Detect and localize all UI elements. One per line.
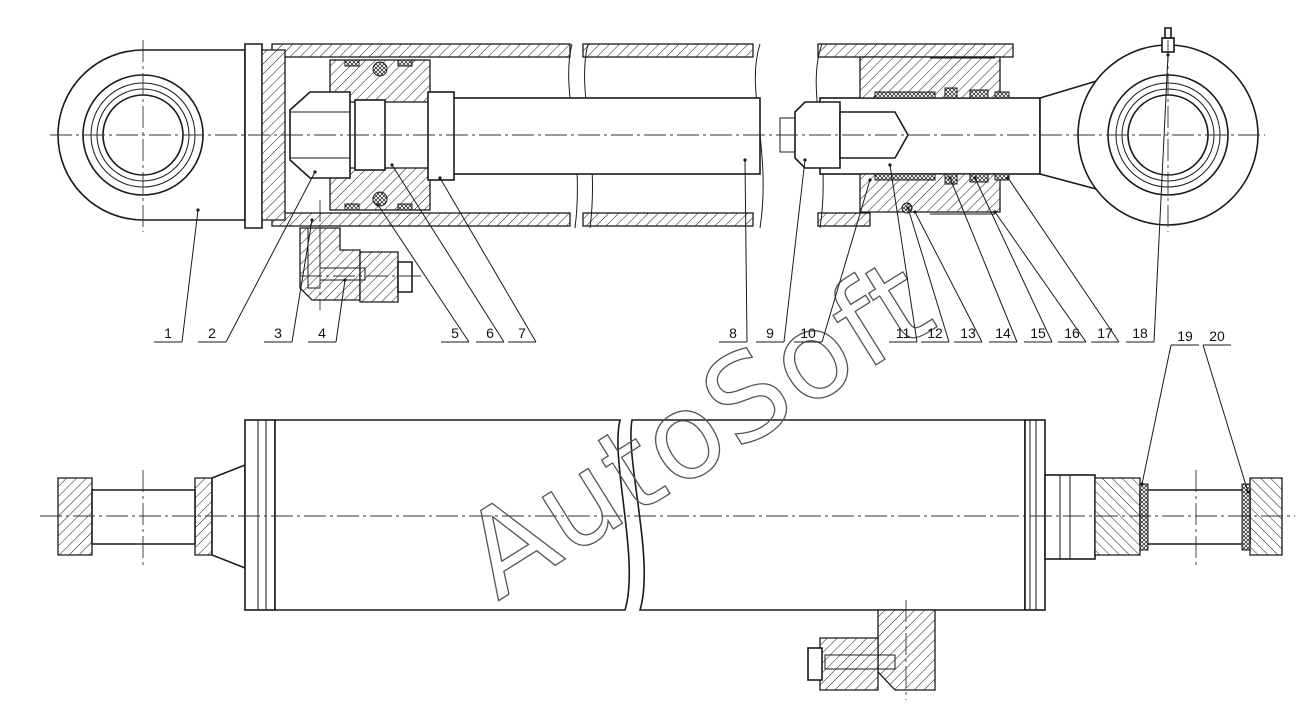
callout-dot-9: [803, 158, 807, 162]
exterior-view: [40, 419, 1295, 700]
rod-guide-gland: [859, 56, 1010, 215]
callout-dot-19: [1140, 482, 1144, 486]
callout-dot-7: [438, 176, 442, 180]
callout-leader-10: [821, 179, 871, 343]
callout-dot-10: [868, 178, 872, 182]
callout-13: 13: [913, 210, 983, 343]
callout-1: 1: [154, 208, 200, 343]
callout-dot-4: [343, 278, 347, 282]
callout-dot-15: [973, 176, 977, 180]
callout-10: 10: [794, 178, 872, 343]
left-end-section: [57, 463, 246, 570]
callout-12: 12: [906, 206, 950, 343]
callout-14: 14: [948, 176, 1018, 343]
callout-leader-7: [439, 177, 537, 343]
callout-3: 3: [264, 218, 314, 343]
callout-leader-9: [783, 159, 806, 343]
callout-leader-17: [1007, 177, 1120, 343]
callout-11: 11: [888, 163, 918, 343]
callout-number-6: 6: [486, 325, 494, 341]
callout-4: 4: [308, 278, 347, 343]
callout-leader-13: [914, 211, 983, 343]
callout-dot-14: [948, 176, 952, 180]
callout-dot-17: [1006, 176, 1010, 180]
callout-number-14: 14: [995, 325, 1011, 341]
callout-leader-11: [889, 164, 918, 343]
callout-leader-19: [1141, 344, 1172, 485]
callout-dot-3: [310, 218, 314, 222]
callout-leader-18: [1153, 54, 1169, 343]
callout-number-5: 5: [451, 325, 459, 341]
piston-nut-2: [289, 91, 386, 179]
callout-16: 16: [993, 210, 1087, 343]
callout-20: 20: [1202, 328, 1250, 494]
callout-leader-12: [907, 207, 950, 343]
callout-15: 15: [973, 176, 1053, 343]
callout-leader-8: [744, 159, 748, 343]
callout-number-12: 12: [927, 325, 943, 341]
callout-leader-5: [377, 204, 470, 343]
callout-dot-11: [888, 163, 892, 167]
callout-leader-15: [974, 177, 1053, 343]
callout-number-9: 9: [766, 325, 774, 341]
callout-number-18: 18: [1132, 325, 1148, 341]
callout-number-20: 20: [1209, 328, 1225, 344]
bottom-oil-fitting: [807, 609, 936, 691]
callout-dot-16: [993, 210, 997, 214]
callout-leader-6: [391, 164, 505, 343]
callout-6: 6: [390, 163, 505, 343]
callout-leader-14: [949, 177, 1018, 343]
callout-leader-2: [225, 171, 316, 343]
callout-dot-6: [390, 163, 394, 167]
callout-number-4: 4: [318, 325, 326, 341]
callout-leader-4: [335, 279, 346, 343]
callout-number-19: 19: [1177, 328, 1193, 344]
callout-number-11: 11: [896, 325, 911, 341]
callout-number-16: 16: [1064, 325, 1080, 341]
callout-7: 7: [438, 176, 537, 343]
callout-9: 9: [756, 158, 807, 343]
right-end-section-19-20: [1094, 477, 1283, 556]
callout-2: 2: [198, 170, 317, 343]
callout-number-15: 15: [1030, 325, 1046, 341]
callout-number-8: 8: [729, 325, 737, 341]
callout-dot-5: [376, 203, 380, 207]
callout-17: 17: [1006, 176, 1120, 343]
callout-dot-18: [1166, 53, 1170, 57]
callout-number-13: 13: [960, 325, 976, 341]
callout-number-1: 1: [164, 325, 172, 341]
cylinder-body: [244, 419, 1046, 611]
callout-dot-20: [1246, 490, 1250, 494]
rod-exterior: [1044, 474, 1096, 560]
callout-18: 18: [1126, 53, 1170, 343]
callout-dot-13: [913, 210, 917, 214]
callout-number-7: 7: [518, 325, 526, 341]
callout-leader-16: [994, 211, 1087, 343]
oil-fitting-3-4: [299, 227, 413, 303]
sectional-view: [50, 27, 1265, 310]
callout-number-3: 3: [274, 325, 282, 341]
callout-leader-20: [1202, 344, 1249, 493]
callout-number-2: 2: [208, 325, 216, 341]
callout-number-10: 10: [800, 325, 816, 341]
callout-5: 5: [376, 203, 470, 343]
callout-dot-12: [906, 206, 910, 210]
callout-19: 19: [1140, 328, 1199, 486]
callout-8: 8: [719, 158, 748, 343]
callout-number-17: 17: [1097, 325, 1113, 341]
callout-leader-3: [291, 219, 313, 343]
callout-leader-1: [181, 209, 199, 343]
callout-dot-2: [313, 170, 317, 174]
callout-dot-8: [743, 158, 747, 162]
callout-dot-1: [196, 208, 200, 212]
